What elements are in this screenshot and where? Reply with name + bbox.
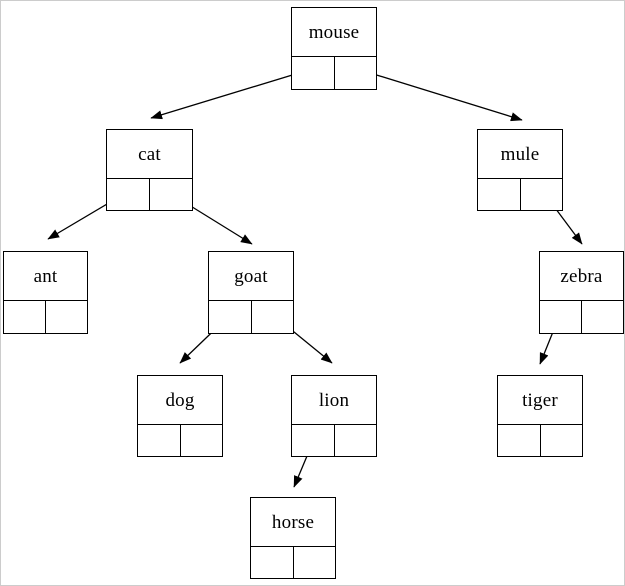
node-right-pointer-cat[interactable]	[150, 179, 192, 210]
node-pointers-cat	[107, 178, 192, 210]
node-label-mouse: mouse	[308, 21, 360, 43]
edge-mouse-left-to-cat	[150, 68, 313, 120]
edge-mouse-right-to-mule	[353, 67, 523, 122]
node-pointers-zebra	[540, 300, 623, 333]
node-pointers-mouse	[292, 56, 376, 89]
node-pointers-dog	[138, 424, 222, 456]
node-left-pointer-mouse[interactable]	[292, 57, 335, 89]
tree-node-tiger[interactable]: tiger	[497, 375, 583, 457]
node-pointers-goat	[209, 300, 293, 333]
node-left-pointer-ant[interactable]	[4, 301, 46, 333]
node-right-pointer-tiger[interactable]	[541, 425, 583, 456]
node-right-pointer-horse[interactable]	[294, 547, 336, 578]
node-label-mule: mule	[500, 143, 540, 165]
node-label-dog: dog	[165, 389, 195, 411]
tree-node-lion[interactable]: lion	[291, 375, 377, 457]
node-pointers-tiger	[498, 424, 582, 456]
node-right-pointer-goat[interactable]	[252, 301, 294, 333]
node-left-pointer-dog[interactable]	[138, 425, 181, 456]
tree-node-mouse[interactable]: mouse	[291, 7, 377, 90]
node-right-pointer-mule[interactable]	[521, 179, 563, 210]
node-label-horse: horse	[271, 511, 315, 533]
node-label-zebra: zebra	[560, 265, 603, 287]
node-pointers-horse	[251, 546, 335, 578]
node-pointers-ant	[4, 300, 87, 333]
node-right-pointer-lion[interactable]	[335, 425, 377, 456]
node-pointers-mule	[478, 178, 562, 210]
node-left-pointer-mule[interactable]	[478, 179, 521, 210]
node-right-pointer-ant[interactable]	[46, 301, 87, 333]
node-left-pointer-horse[interactable]	[251, 547, 294, 578]
node-left-pointer-tiger[interactable]	[498, 425, 541, 456]
tree-node-horse[interactable]: horse	[250, 497, 336, 579]
node-left-pointer-cat[interactable]	[107, 179, 150, 210]
node-right-pointer-zebra[interactable]	[582, 301, 623, 333]
node-left-pointer-zebra[interactable]	[540, 301, 582, 333]
tree-node-mule[interactable]: mule	[477, 129, 563, 211]
node-left-pointer-goat[interactable]	[209, 301, 252, 333]
tree-node-dog[interactable]: dog	[137, 375, 223, 457]
tree-node-cat[interactable]: cat	[106, 129, 193, 211]
tree-node-goat[interactable]: goat	[208, 251, 294, 334]
node-label-tiger: tiger	[522, 389, 558, 411]
node-label-goat: goat	[234, 265, 268, 287]
node-label-cat: cat	[138, 143, 161, 165]
node-label-ant: ant	[33, 265, 58, 287]
tree-node-ant[interactable]: ant	[3, 251, 88, 334]
node-pointers-lion	[292, 424, 376, 456]
node-right-pointer-dog[interactable]	[181, 425, 223, 456]
tree-node-zebra[interactable]: zebra	[539, 251, 624, 334]
node-right-pointer-mouse[interactable]	[335, 57, 377, 89]
node-label-lion: lion	[318, 389, 350, 411]
node-left-pointer-lion[interactable]	[292, 425, 335, 456]
